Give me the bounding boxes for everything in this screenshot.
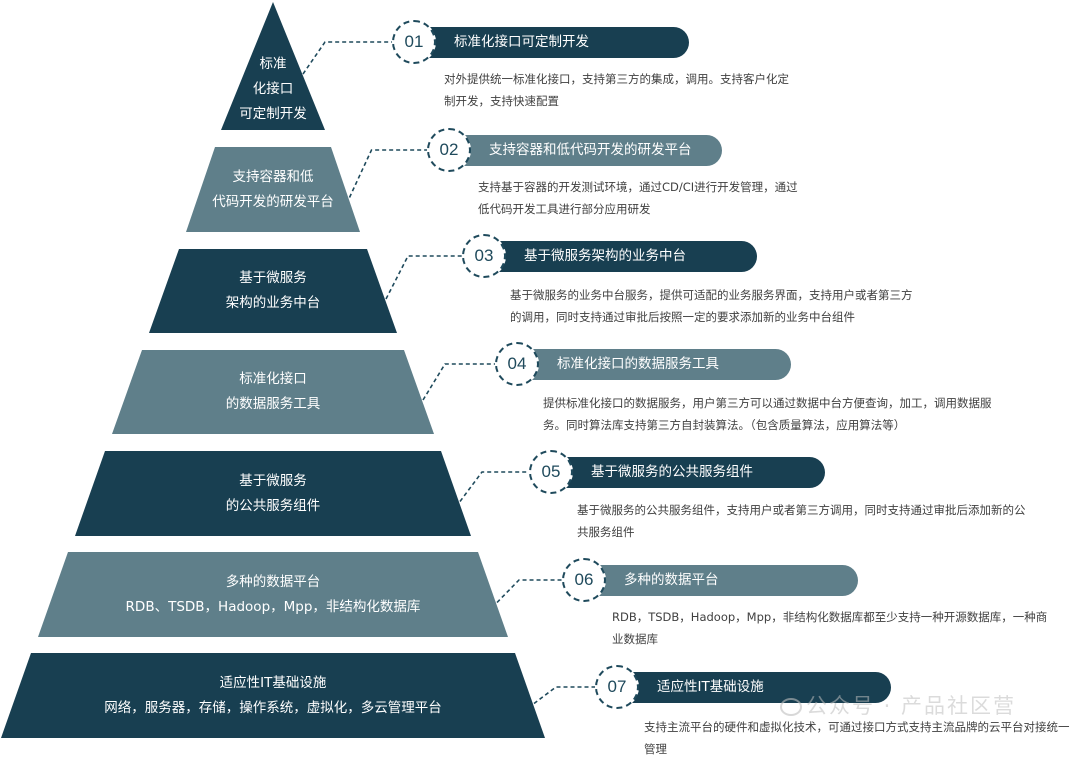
wechat-icon <box>780 698 802 716</box>
pyramid-layer-label: 基于微服务 架构的业务中台 <box>225 270 321 311</box>
layer-number-badge: 03 <box>462 234 506 278</box>
pyramid-layer-label: 标准 化接口 可定制开发 <box>239 56 307 122</box>
layer-description: 支持基于容器的开发测试环境，通过CD/CI进行开发管理，通过低代码开发工具进行部… <box>478 180 798 216</box>
connector-line-05 <box>459 471 529 502</box>
layer-title-pill: 标准化接口的数据服务工具 <box>517 349 791 380</box>
pyramid-layer-05 <box>75 451 471 536</box>
connector-line-06 <box>496 579 562 604</box>
layer-description: 基于微服务的公共服务组件，支持用户或者第三方调用，同时支持通过审批后添加新的公共… <box>577 503 1026 539</box>
pyramid-layer-label: 标准化接口 的数据服务工具 <box>225 371 321 412</box>
layer-number-badge: 06 <box>562 558 606 602</box>
pyramid-layer-06 <box>38 552 508 637</box>
watermark: 公众号 · 产品社区营 <box>780 690 1016 720</box>
connector-line-04 <box>422 363 495 401</box>
layer-description: 对外提供统一标准化接口，支持第三方的集成，调用。支持客户化定制开发，支持快速配置 <box>444 72 789 108</box>
layer-title-pill: 基于微服务架构的业务中台 <box>484 241 757 272</box>
pyramid-layer-01 <box>221 2 325 130</box>
pyramid-layer-label: 适应性IT基础设施 网络，服务器，存储，操作系统，虚拟化，多云管理平台 <box>104 674 442 716</box>
pyramid-layer-label: 基于微服务 的公共服务组件 <box>225 472 321 514</box>
layer-description: 支持主流平台的硬件和虚拟化技术，可通过接口方式支持主流品牌的云平台对接统一管理 <box>644 720 1070 756</box>
layer-number-badge: 04 <box>495 342 539 386</box>
watermark-text: 公众号 · 产品社区营 <box>806 694 1017 718</box>
connector-line-02 <box>348 149 427 198</box>
layer-number-badge: 02 <box>427 128 471 172</box>
pyramid-layer-03 <box>149 249 397 333</box>
connector-line-01 <box>302 41 392 75</box>
pyramid-layer-04 <box>112 350 434 434</box>
layer-description: 基于微服务的业务中台服务，提供可适配的业务服务界面，支持用户或者第三方的调用，同… <box>510 288 913 324</box>
pyramid-layer-label: 多种的数据平台 RDB、TSDB，Hadoop，Mpp，非结构化数据库 <box>125 573 421 615</box>
layer-number-badge: 05 <box>529 450 573 494</box>
layer-title-pill: 适应性IT基础设施 <box>617 672 891 703</box>
connector-line-03 <box>385 255 462 300</box>
pyramid-layer-label: 支持容器和低 代码开发的研发平台 <box>212 168 334 210</box>
layer-title-pill: 支持容器和低代码开发的研发平台 <box>449 135 722 166</box>
layer-title-pill: 标准化接口可定制开发 <box>414 27 689 58</box>
connector-line-07 <box>533 686 595 705</box>
layer-title-pill: 多种的数据平台 <box>584 565 858 596</box>
layer-number-badge: 01 <box>392 20 436 64</box>
layer-description: RDB，TSDB，Hadoop，Mpp，非结构化数据库都至少支持一种开源数据库，… <box>612 610 1048 646</box>
layer-description: 提供标准化接口的数据服务，用户第三方可以通过数据中台方便查询，加工，调用数据服务… <box>543 396 992 432</box>
layer-title-pill: 基于微服务的公共服务组件 <box>551 457 825 488</box>
pyramid-layer-02 <box>186 147 360 232</box>
layer-number-badge: 07 <box>595 665 639 709</box>
pyramid-layer-07 <box>1 653 545 738</box>
